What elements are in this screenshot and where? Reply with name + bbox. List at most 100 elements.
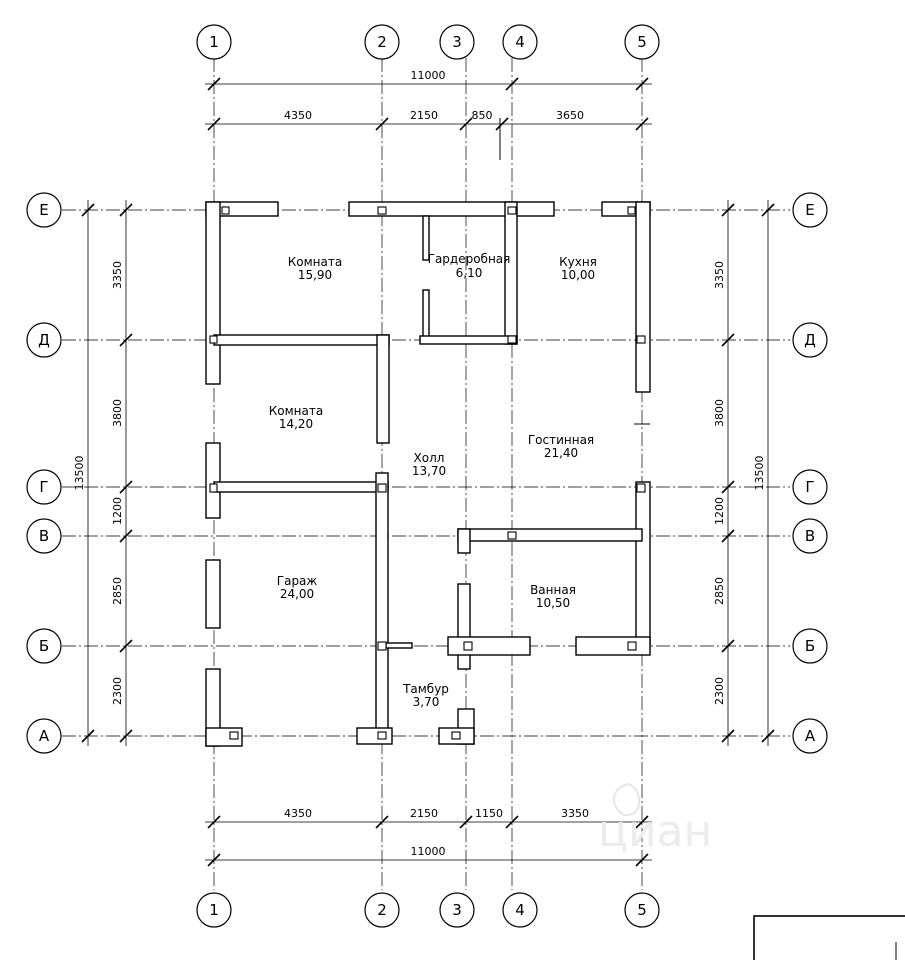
column <box>209 335 218 344</box>
room-name: Комната <box>288 255 342 269</box>
wall <box>375 472 389 736</box>
column <box>377 731 387 740</box>
wall <box>635 201 651 393</box>
wall <box>457 528 471 554</box>
dim-top-seg-2: 2150 <box>410 109 438 122</box>
room-name: Гостинная <box>528 433 594 447</box>
wall <box>205 559 221 629</box>
wall <box>213 334 390 346</box>
axis-bubble-col-2-top <box>364 24 400 60</box>
wall <box>635 481 651 647</box>
dim-right-seg-1: 3350 <box>713 261 726 289</box>
wall <box>422 289 430 341</box>
room-name: Кухня <box>559 255 597 269</box>
wall <box>385 642 413 649</box>
right-dimensions: 3350 3800 1200 2850 2300 13500 <box>713 200 775 746</box>
wall <box>213 481 389 493</box>
axis-label: Г <box>39 478 48 496</box>
dim-right-seg-2: 3800 <box>713 399 726 427</box>
axis-label: 4 <box>515 901 525 919</box>
axis-bubble-row-v-right <box>792 518 828 554</box>
dim-left-seg-3: 1200 <box>111 497 124 525</box>
axis-label: Е <box>39 201 48 219</box>
axis-bubble-row-d-right <box>792 322 828 358</box>
wall <box>376 334 390 444</box>
axis-label: В <box>39 527 49 545</box>
room-area: 15,90 <box>298 268 332 282</box>
column <box>627 641 637 651</box>
wall <box>575 636 651 656</box>
wall <box>457 528 643 542</box>
axis-label: Е <box>805 201 814 219</box>
room-area: 3,70 <box>413 695 440 709</box>
room-name: Комната <box>269 404 323 418</box>
wall <box>504 201 518 345</box>
room-name: Холл <box>414 451 445 465</box>
axis-bubble-row-b-right <box>792 628 828 664</box>
axis-label: А <box>39 727 50 745</box>
column <box>209 483 218 493</box>
axis-label: 3 <box>452 33 462 51</box>
wall <box>419 335 518 345</box>
dim-right-seg-3: 1200 <box>713 497 726 525</box>
room-name: Гардеробная <box>428 252 511 266</box>
axis-label: А <box>805 727 816 745</box>
axis-bubble-col-2-bottom <box>364 892 400 928</box>
left-dimensions: 13500 3350 3800 1200 2850 2300 <box>73 200 133 746</box>
dim-bottom-seg-2: 2150 <box>410 807 438 820</box>
axis-label: 1 <box>209 33 219 51</box>
grid-lines <box>62 58 790 890</box>
room-area: 10,50 <box>536 596 570 610</box>
column-markers <box>209 206 646 740</box>
axis-label: 1 <box>209 901 219 919</box>
axis-bubble-col-5-top <box>624 24 660 60</box>
axis-bubble-row-g-left <box>26 469 62 505</box>
column <box>377 641 387 651</box>
watermark-text: циан <box>598 806 712 857</box>
room-area: 13,70 <box>412 464 446 478</box>
watermark: циан <box>598 782 712 857</box>
axis-bubble-row-b-left <box>26 628 62 664</box>
room-area: 14,20 <box>279 417 313 431</box>
dim-bottom-seg-1: 4350 <box>284 807 312 820</box>
wall <box>205 201 221 385</box>
axis-label: Г <box>805 478 814 496</box>
axis-bubble-row-e-right <box>792 192 828 228</box>
column <box>636 335 646 344</box>
dim-bottom-seg-4: 3350 <box>561 807 589 820</box>
axis-bubble-row-a-left <box>26 718 62 754</box>
axis-bubble-row-a-right <box>792 718 828 754</box>
axis-bubble-col-3-top <box>439 24 475 60</box>
column <box>221 206 230 215</box>
axis-bubble-col-4-top <box>502 24 538 60</box>
column <box>377 206 387 215</box>
axis-bubble-row-d-left <box>26 322 62 358</box>
axis-bubble-row-v-left <box>26 518 62 554</box>
axis-label: Д <box>804 331 816 349</box>
dim-top-seg-1: 4350 <box>284 109 312 122</box>
axis-bubble-col-4-bottom <box>502 892 538 928</box>
axis-label: Д <box>38 331 50 349</box>
axis-bubble-row-g-right <box>792 469 828 505</box>
axis-label: 2 <box>377 33 387 51</box>
dim-bottom-total: 11000 <box>411 845 446 858</box>
room-labels: Комната 15,90 Гардеробная 6,10 Кухня 10,… <box>269 252 597 709</box>
axis-label: 3 <box>452 901 462 919</box>
column <box>507 531 517 540</box>
dim-left-seg-5: 2300 <box>111 677 124 705</box>
axis-label: 4 <box>515 33 525 51</box>
wall <box>205 442 221 519</box>
wall <box>447 636 531 656</box>
dim-right-seg-5: 2300 <box>713 677 726 705</box>
dim-top-seg-4: 3650 <box>556 109 584 122</box>
room-area: 10,00 <box>561 268 595 282</box>
dim-right-total: 13500 <box>753 456 766 491</box>
room-name: Гараж <box>277 574 318 588</box>
room-name: Ванная <box>530 583 576 597</box>
title-block-corner <box>753 915 905 960</box>
axis-bubble-col-3-bottom <box>439 892 475 928</box>
room-name: Тамбур <box>402 682 449 696</box>
dim-top-seg-3: 850 <box>472 109 493 122</box>
column <box>636 483 646 493</box>
dim-top-total: 11000 <box>411 69 446 82</box>
